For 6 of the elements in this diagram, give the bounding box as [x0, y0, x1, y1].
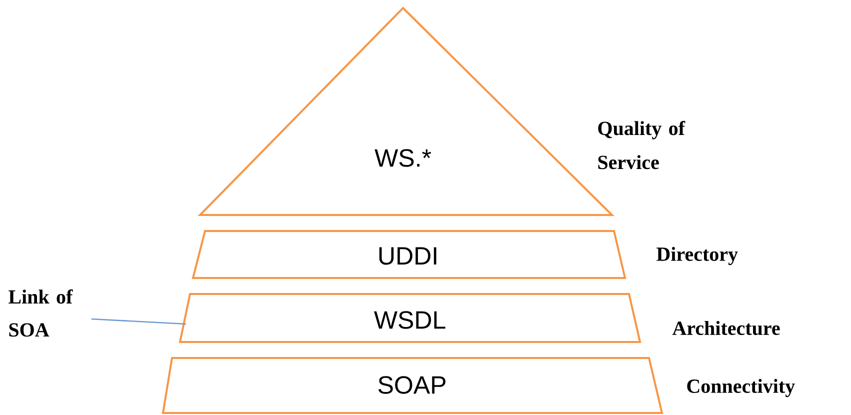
side-label: Directory	[656, 246, 738, 266]
leader-line	[91, 318, 186, 325]
side-label: Architecture	[672, 320, 780, 336]
side-label: Quality of Service	[598, 120, 686, 170]
note-text: Link of SOA	[8, 289, 73, 337]
side-label: Connectivity	[687, 378, 795, 398]
